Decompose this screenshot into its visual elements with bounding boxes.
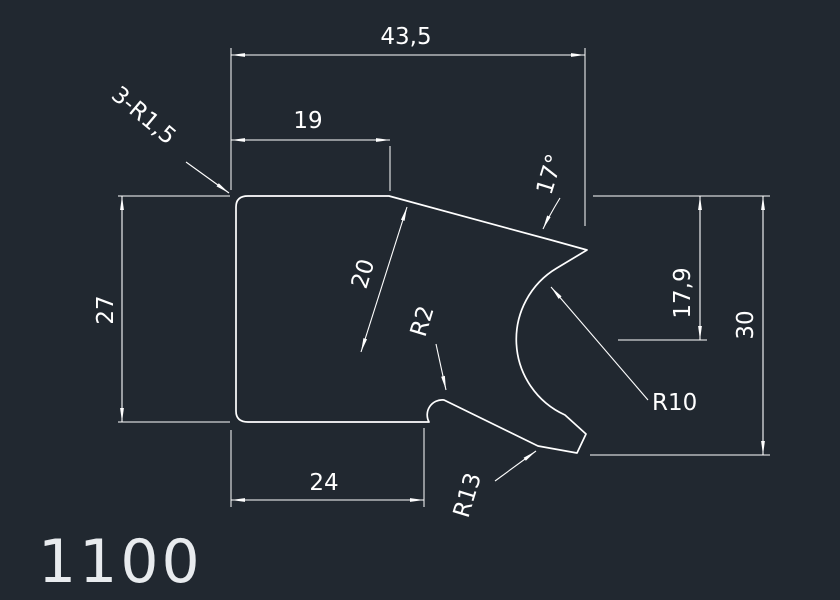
dim-width-total: 43,5 [231,24,585,57]
extension-lines [118,48,770,507]
dim-height-27-label: 27 [93,295,119,324]
dim-width-24: 24 [231,470,424,502]
dim-length-20-line [360,206,408,353]
radius-r10-label: R10 [652,390,697,416]
dim-height-179-label: 17,9 [670,267,696,318]
fillet-note-leader [185,161,230,194]
dim-width-19-label: 19 [293,108,322,134]
dim-height-30-label: 30 [733,310,759,339]
dim-width-24-label: 24 [309,470,338,496]
radius-r13-leader [494,450,537,482]
dim-angle-17-leader [542,197,561,230]
dim-width-19: 19 [231,108,390,142]
dim-height-27: 27 [93,196,124,422]
radius-r10: R10 [550,286,697,416]
radius-r2-leader [435,343,447,391]
dim-height-179: 17,9 [670,196,702,340]
radius-r10-leader [550,286,649,401]
part-profile [235,195,588,454]
dim-width-total-label: 43,5 [380,24,431,50]
dim-height-30: 30 [733,196,765,455]
part-number: 1100 [38,527,203,597]
